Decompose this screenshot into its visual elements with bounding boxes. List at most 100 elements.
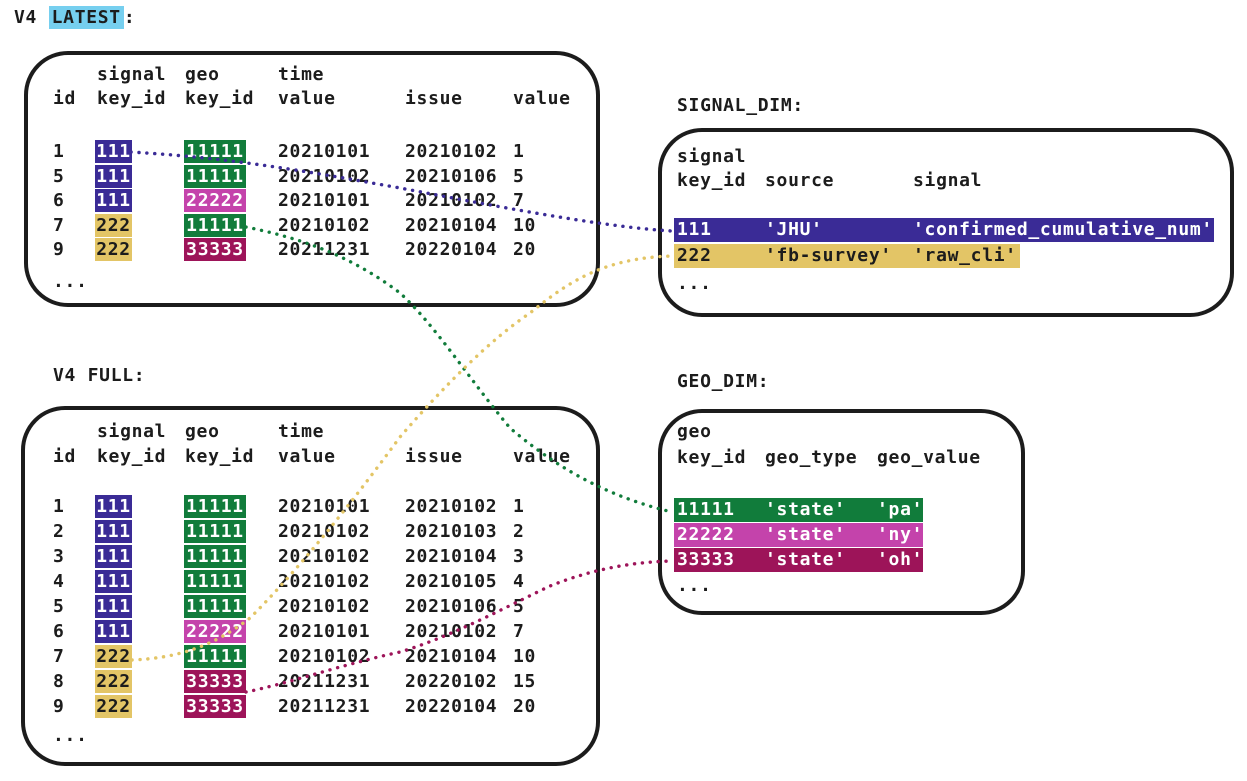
issue-cell: 20210104 [405, 546, 498, 567]
issue-cell: 20210102 [405, 496, 498, 517]
time-value-cell: 20210101 [278, 496, 371, 517]
time-value-cell: 20211231 [278, 696, 371, 717]
geo-key-cell: 33333 [184, 695, 246, 718]
id-cell: 5 [53, 596, 65, 617]
col-header-geo-key: key_id [185, 88, 255, 109]
time-value-cell: 20210102 [278, 546, 371, 567]
signal-key-cell: 111 [95, 570, 132, 593]
col-header-geo-key: key_id [677, 447, 747, 468]
signal-dim-ellipsis: ... [677, 273, 712, 294]
v4-latest-header-line2: id key_id key_id value issue value [0, 87, 1247, 111]
signal-key-cell: 111 [95, 620, 132, 643]
issue-cell: 20220102 [405, 671, 498, 692]
geo-dim-row: 11111'state''pa' [674, 498, 923, 522]
value-cell: 20 [513, 696, 537, 717]
id-cell: 5 [53, 165, 65, 187]
signal-key-cell: 111 [95, 164, 132, 188]
geo-dim-header-line1: geo [0, 420, 1247, 444]
v4-full-title-prefix: V4 [53, 365, 88, 386]
time-value-cell: 20210102 [278, 646, 371, 667]
value-cell: 2 [513, 521, 525, 542]
geo-key-cell: 11111 [184, 213, 246, 237]
geo-type-cell: 'state' [765, 549, 846, 570]
col-header-id: id [53, 446, 77, 467]
issue-cell: 20210104 [405, 214, 498, 236]
signal-key-cell: 222 [95, 213, 132, 237]
source-cell: 'fb-survey' [765, 245, 892, 266]
time-value-cell: 20210101 [278, 621, 371, 642]
value-cell: 5 [513, 596, 525, 617]
value-cell: 15 [513, 671, 537, 692]
signal-name-cell: 'confirmed_cumulative_num' [913, 219, 1213, 240]
signal-dim-header-line2: key_id source signal [0, 169, 1247, 193]
signal-key-cell: 111 [95, 520, 132, 543]
value-cell: 1 [513, 496, 525, 517]
id-cell: 9 [53, 239, 65, 261]
signal-key-cell: 111 [95, 545, 132, 568]
time-value-cell: 20210102 [278, 214, 371, 236]
col-header-geo-type: geo_type [765, 447, 858, 468]
latest-highlight-badge: LATEST [48, 6, 124, 29]
id-cell: 8 [53, 671, 65, 692]
value-cell: 7 [513, 621, 525, 642]
id-cell: 7 [53, 214, 65, 236]
col-header-signal: signal [97, 64, 167, 85]
v4-latest-header-line1: signal geo time [0, 63, 1247, 87]
geo-key-cell: 11111 [184, 545, 246, 568]
signal-key-cell: 111 [95, 595, 132, 618]
geo-dim-title: GEO_DIM: [677, 371, 770, 392]
geo-key-cell: 33333 [184, 670, 246, 693]
source-cell: 'JHU' [765, 219, 823, 240]
geo-key-cell: 11111 [184, 595, 246, 618]
v4-full-ellipsis: ... [53, 725, 88, 746]
geo-dim-row: 33333'state''oh' [674, 548, 923, 572]
issue-cell: 20220104 [405, 239, 498, 261]
col-header-time: time [278, 64, 325, 85]
geo-key-cell: 33333 [677, 549, 735, 570]
col-header-geo: geo [677, 421, 712, 442]
issue-cell: 20210104 [405, 646, 498, 667]
geo-dim-row: 22222'state''ny' [674, 523, 923, 547]
id-cell: 2 [53, 521, 65, 542]
col-header-geo-value: geo_value [877, 447, 981, 468]
col-header-signal-key: key_id [677, 170, 747, 191]
signal-dim-header-line1: signal [0, 145, 1247, 169]
col-header-id: id [53, 88, 77, 109]
signal-name-cell: 'raw_cli' [913, 245, 1017, 266]
signal-key-cell: 222 [677, 245, 712, 266]
geo-key-cell: 11111 [184, 495, 246, 518]
geo-key-cell: 22222 [184, 620, 246, 643]
time-value-cell: 20211231 [278, 239, 371, 261]
geo-key-cell: 11111 [184, 570, 246, 593]
issue-cell: 20210102 [405, 621, 498, 642]
id-cell: 4 [53, 571, 65, 592]
col-header-signal: signal [677, 146, 747, 167]
v4-latest-ellipsis: ... [53, 271, 88, 292]
issue-cell: 20210105 [405, 571, 498, 592]
signal-key-cell: 111 [95, 189, 132, 213]
signal-dim-row: 111'JHU''confirmed_cumulative_num' [674, 218, 1214, 242]
time-value-cell: 20210102 [278, 521, 371, 542]
v4-latest-title: V4 LATEST: [14, 6, 135, 30]
v4-latest-title-suffix: : [123, 7, 136, 28]
issue-cell: 20210103 [405, 521, 498, 542]
v4-full-title: V4 FULL: [53, 364, 145, 388]
col-header-source: source [765, 170, 835, 191]
issue-cell: 20210106 [405, 596, 498, 617]
geo-key-cell: 33333 [184, 238, 246, 262]
geo-dim-ellipsis: ... [677, 575, 712, 596]
geo-key-cell: 11111 [184, 645, 246, 668]
id-cell: 1 [53, 496, 65, 517]
id-cell: 1 [53, 141, 65, 162]
geo-key-cell: 11111 [677, 499, 735, 520]
issue-cell: 20220104 [405, 696, 498, 717]
time-value-cell: 20211231 [278, 671, 371, 692]
signal-key-cell: 111 [95, 140, 132, 163]
